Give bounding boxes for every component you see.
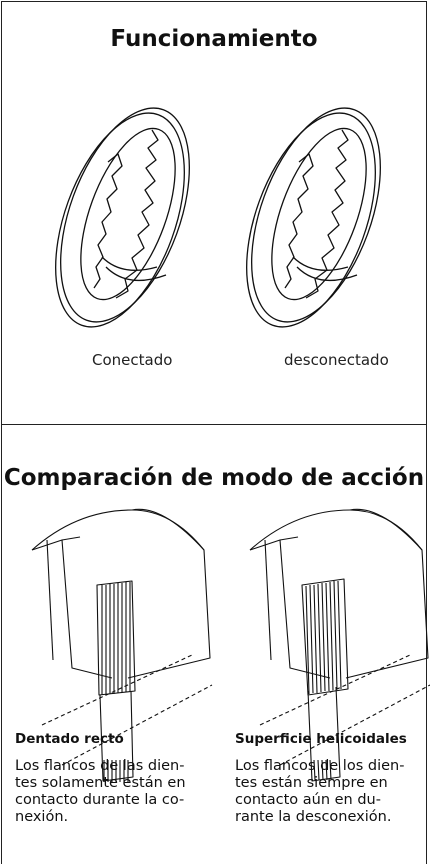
section-title-comparacion: Comparación de modo de acción — [3, 465, 425, 491]
caption-desconectado: desconectado — [284, 351, 389, 369]
tooth-illustration-helical — [249, 508, 430, 782]
panel-funcionamiento: Funcionamiento Conectado desconectado — [1, 1, 427, 425]
panel-comparacion: Comparación de modo de acción — [1, 424, 430, 864]
paragraph-line: tes solamente están en — [15, 775, 186, 791]
paragraph-dentado-recto: Los flancos de las dien- tes solamente e… — [15, 758, 205, 826]
paragraph-line: rante la desconexión. — [235, 809, 392, 825]
paragraph-line: contacto durante la co- — [15, 792, 185, 808]
caption-conectado: Conectado — [92, 351, 173, 369]
heading-superficie-helicoidales: Superficie helicoidales — [235, 731, 407, 747]
heading-dentado-recto: Dentado recto — [15, 731, 124, 747]
paragraph-superficie-helicoidales: Los flancos de los dien- tes están siemp… — [235, 758, 425, 826]
paragraph-line: Los flancos de los dien- — [235, 758, 405, 774]
paragraph-line: nexión. — [15, 809, 69, 825]
paragraph-line: tes están siempre en — [235, 775, 388, 791]
section-title-funcionamiento: Funcionamiento — [110, 26, 318, 52]
paragraph-line: contacto aún en du- — [235, 792, 381, 808]
paragraph-line: Los flancos de las dien- — [15, 758, 185, 774]
tooth-illustration-straight — [31, 508, 213, 782]
ring-illustration-disconnected — [246, 107, 381, 328]
ring-illustration-connected — [55, 107, 190, 328]
